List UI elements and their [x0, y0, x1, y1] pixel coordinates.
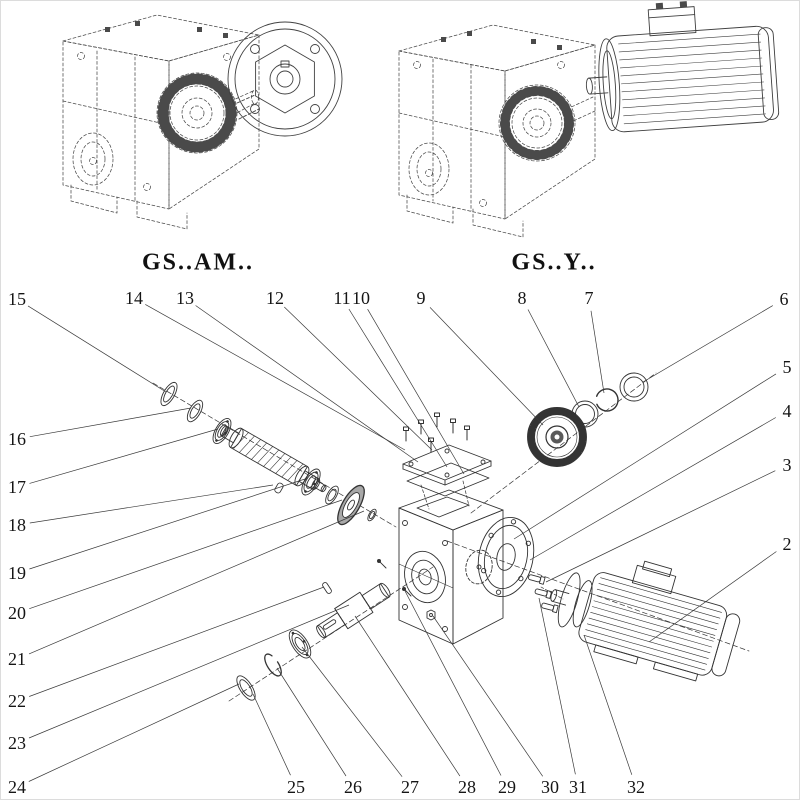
drain-screw	[377, 559, 387, 569]
leader-line-32	[583, 634, 633, 775]
leader-line-18	[29, 484, 274, 524]
motor-drawing	[585, 1, 780, 133]
leader-line-22	[29, 586, 325, 697]
circlip-upper	[595, 388, 619, 412]
output-shaft-key	[322, 582, 332, 594]
cover-screws	[403, 412, 470, 453]
output-flange-ring	[477, 517, 535, 597]
leader-line-5	[513, 373, 777, 540]
leader-line-23	[28, 604, 350, 739]
flange-drawing	[227, 21, 343, 137]
gear-bearing-ring	[571, 400, 599, 428]
coupling-bolts	[528, 574, 559, 614]
leader-line-21	[28, 510, 365, 655]
part-number-30: 30	[541, 777, 559, 797]
leader-line-20	[29, 499, 343, 610]
leader-line-29	[404, 590, 502, 776]
leader-line-25	[252, 693, 291, 776]
output-shaft	[316, 582, 391, 639]
worm-bearing	[301, 468, 321, 496]
leader-line-6	[642, 305, 773, 383]
output-bearing	[288, 629, 312, 659]
part-number-18: 18	[8, 515, 26, 535]
part-number-7: 7	[584, 288, 594, 308]
part-number-26: 26	[344, 777, 362, 797]
part-number-19: 19	[8, 563, 26, 583]
part-number-10: 10	[352, 288, 370, 308]
part-number-17: 17	[8, 477, 26, 497]
part-number-31: 31	[569, 777, 587, 797]
worm-gear-disc	[337, 484, 365, 526]
leader-line-19	[29, 478, 306, 570]
part-number-3: 3	[782, 455, 792, 475]
spacer-ring	[619, 372, 649, 402]
part-number-8: 8	[517, 288, 527, 308]
leader-line-31	[538, 597, 576, 775]
part-number-4: 4	[782, 401, 792, 421]
part-number-9: 9	[416, 288, 426, 308]
part-number-20: 20	[8, 603, 26, 623]
leader-line-30	[432, 615, 543, 777]
gearbox-housing	[398, 489, 504, 645]
leader-line-11	[348, 308, 448, 468]
caption-gs-am: GS..AM..	[142, 249, 254, 276]
tiny-ring	[367, 508, 377, 522]
leader-line-7	[590, 310, 605, 394]
part-number-14: 14	[125, 288, 143, 308]
leader-line-26	[276, 667, 347, 777]
leader-line-27	[301, 646, 403, 777]
cover-gasket	[406, 462, 490, 497]
part-number-28: 28	[458, 777, 476, 797]
part-number-15: 15	[8, 289, 26, 309]
part-number-24: 24	[8, 777, 26, 797]
gearbox-motor-variant-drawing	[398, 24, 596, 238]
circlip-lower	[264, 653, 282, 677]
part-number-25: 25	[287, 777, 305, 797]
part-number-27: 27	[401, 777, 419, 797]
leader-line-9	[429, 307, 544, 426]
hex-plug	[426, 609, 436, 621]
leader-line-24	[28, 683, 240, 782]
part-number-11: 11	[333, 288, 351, 308]
leader-line-15	[27, 305, 167, 393]
leader-line-8	[527, 309, 580, 408]
end-washer	[236, 675, 256, 701]
part-number-6: 6	[779, 289, 789, 309]
exploded-view-drawing	[152, 372, 750, 702]
shaft-key-small	[274, 482, 284, 494]
part-number-16: 16	[8, 429, 26, 449]
vent-screw	[402, 587, 412, 597]
part-number-12: 12	[266, 288, 284, 308]
leader-line-13	[195, 305, 419, 463]
part-number-5: 5	[782, 357, 792, 377]
part-number-2: 2	[782, 534, 792, 554]
caption-gs-y: GS..Y..	[511, 249, 597, 276]
leader-line-2	[648, 551, 777, 643]
leader-line-10	[367, 309, 465, 475]
leader-line-12	[284, 306, 433, 451]
leader-line-28	[354, 615, 461, 777]
part-number-32: 32	[627, 777, 645, 797]
electric-motor	[550, 560, 741, 682]
part-number-23: 23	[8, 733, 26, 753]
helical-gear	[527, 407, 587, 467]
leader-line-14	[145, 304, 406, 451]
part-number-29: 29	[498, 777, 516, 797]
leader-line-17	[29, 428, 219, 484]
leader-line-3	[545, 470, 776, 583]
leader-line-16	[29, 407, 192, 438]
part-number-13: 13	[176, 288, 194, 308]
washer	[325, 485, 339, 505]
part-number-22: 22	[8, 691, 26, 711]
leader-line-4	[529, 417, 776, 561]
part-number-21: 21	[8, 649, 26, 669]
